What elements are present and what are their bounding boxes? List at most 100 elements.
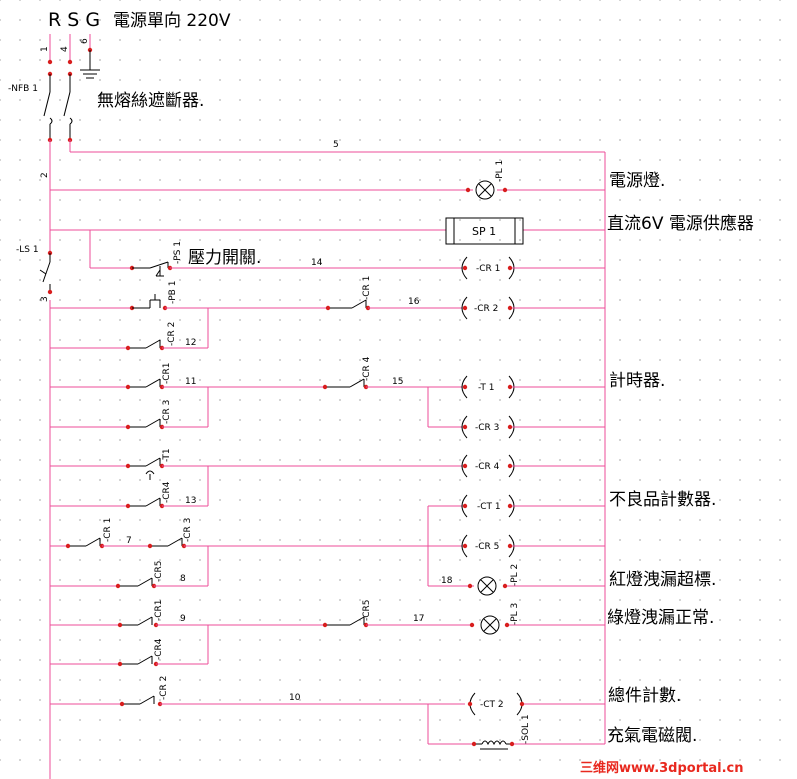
svg-text:7: 7 — [126, 536, 132, 546]
svg-text:-PL 2: -PL 2 — [510, 564, 520, 586]
svg-text:9: 9 — [180, 614, 186, 624]
svg-text:-CR4: -CR4 — [154, 638, 164, 660]
contact-cr3-7[interactable]: -CR 3 — [152, 518, 193, 547]
svg-text:-CR 1: -CR 1 — [103, 518, 113, 542]
contact-cr4-15[interactable]: -CR 4 — [327, 356, 372, 388]
svg-text:2: 2 — [40, 172, 50, 178]
supply-title: 電源單向 220V — [113, 11, 231, 31]
svg-text:不良品計數器.: 不良品計數器. — [609, 490, 716, 510]
svg-text:1: 1 — [40, 46, 50, 52]
coil-cr1[interactable]: -CR 1 — [461, 256, 515, 280]
svg-text:3: 3 — [40, 296, 50, 302]
rung-timer: -CR1 11 -CR 4 15 -T 1 計時器. — [50, 356, 665, 428]
svg-text:直流6V 電源供應器: 直流6V 電源供應器 — [607, 213, 754, 234]
svg-text:-CR1: -CR1 — [154, 599, 164, 621]
contact-cr1-9[interactable]: -CR1 — [122, 599, 164, 626]
svg-text:10: 10 — [289, 693, 301, 703]
rung-pl3: -CR1 9 -CR5 17 -PL 3 綠燈洩漏正常. — [50, 599, 714, 664]
svg-text:11: 11 — [185, 377, 196, 387]
contact-cr2-12[interactable]: -CR 2 — [130, 322, 177, 349]
rung-cr4: -T1 -CR 4 — [50, 448, 605, 506]
ls1-switch[interactable]: -LS 1 3 — [16, 245, 53, 302]
svg-text:-PB 1: -PB 1 — [168, 281, 178, 304]
svg-text:12: 12 — [185, 338, 196, 348]
rung-pb1: -PB 1 -CR 1 16 -CR 2 — [50, 276, 605, 348]
pb1-pushbutton[interactable]: -PB 1 — [132, 281, 178, 309]
svg-text:-PL 1: -PL 1 — [495, 160, 505, 182]
svg-text:16: 16 — [408, 297, 420, 307]
svg-text:-CR 2: -CR 2 — [474, 304, 498, 314]
rung-cr4-par: -CR4 — [50, 638, 208, 667]
coil-ct2[interactable]: -CT 2 — [469, 692, 523, 716]
svg-text:SP 1: SP 1 — [472, 225, 496, 238]
phase-labels: R S G — [48, 9, 100, 31]
rung-ps1: -PS 1 14 壓力開關. -CR 1 — [129, 241, 605, 280]
contact-cr4-9[interactable]: -CR4 — [122, 638, 164, 665]
svg-text:電源燈.: 電源燈. — [609, 171, 665, 191]
coil-cr5[interactable]: -CR 5 — [461, 534, 515, 558]
nfb-breaker[interactable]: -NFB 1 無熔絲遮斷器. — [8, 71, 204, 143]
svg-text:-CR 4: -CR 4 — [362, 356, 372, 381]
svg-text:-CR 3: -CR 3 — [183, 518, 193, 542]
svg-text:計時器.: 計時器. — [609, 371, 665, 391]
svg-text:-CR 3: -CR 3 — [162, 400, 172, 424]
svg-text:18: 18 — [441, 576, 453, 586]
svg-text:-T 1: -T 1 — [478, 383, 495, 393]
sp1-power-supply[interactable]: SP 1 — [445, 217, 524, 245]
lamp-pl3-icon — [480, 615, 500, 635]
coil-ct1[interactable]: -CT 1 — [461, 494, 515, 518]
svg-text:-PL 3: -PL 3 — [510, 603, 520, 625]
svg-text:15: 15 — [392, 377, 403, 387]
svg-text:-CR 4: -CR 4 — [475, 462, 500, 472]
contact-cr5-17[interactable]: -CR5 — [327, 599, 372, 626]
contact-cr3[interactable]: -CR 3 — [130, 400, 172, 428]
rung-ct1: -CR4 13 -CT 1 不良品計數器. — [50, 481, 716, 586]
contact-cr5-8[interactable]: -CR5 — [120, 560, 164, 587]
coil-cr2[interactable]: -CR 2 — [461, 296, 515, 320]
ps1-pressure-switch[interactable]: -PS 1 — [132, 241, 183, 277]
coil-cr3[interactable]: -CR 3 — [461, 415, 515, 439]
rung-ct2: -CR 2 10 -CT 2 總件計數. -SOL 1 充氣電磁閥. — [50, 676, 697, 750]
svg-text:-CR 3: -CR 3 — [475, 423, 499, 433]
svg-text:-CT 2: -CT 2 — [480, 700, 504, 710]
svg-text:-CR 5: -CR 5 — [475, 542, 499, 552]
watermark: 三维网www.3dportal.cn — [580, 760, 743, 776]
svg-text:4: 4 — [60, 46, 70, 52]
solenoid-sol1-icon[interactable] — [476, 740, 512, 750]
rung-pl1: -PL 1 電源燈. — [50, 160, 665, 200]
rung-cr5: -CR 1 7 -CR 3 -CR 5 — [50, 518, 605, 586]
svg-text:-LS 1: -LS 1 — [16, 245, 39, 255]
svg-text:總件計數.: 總件計數. — [608, 686, 681, 706]
svg-text:8: 8 — [180, 574, 186, 584]
svg-text:-CR 1: -CR 1 — [476, 264, 500, 274]
svg-text:-T1: -T1 — [162, 448, 172, 462]
svg-text:-CR 2: -CR 2 — [159, 676, 169, 700]
lamp-pl2-icon — [477, 576, 497, 596]
svg-text:6: 6 — [80, 38, 90, 44]
contact-cr1-7[interactable]: -CR 1 — [70, 518, 113, 547]
svg-text:壓力開關.: 壓力開關. — [188, 248, 261, 268]
svg-text:13: 13 — [185, 496, 196, 506]
contact-t1[interactable]: -T1 — [130, 448, 172, 480]
svg-text:-CR5: -CR5 — [154, 560, 164, 582]
contact-cr1-11[interactable]: -CR1 — [130, 362, 172, 388]
rung-cr2-hold: -CR 2 12 — [50, 322, 208, 351]
coil-cr4[interactable]: -CR 4 — [461, 454, 515, 478]
contact-cr4-13[interactable]: -CR4 — [130, 481, 172, 507]
contact-cr1-16[interactable]: -CR 1 — [330, 276, 372, 309]
ground-icon — [80, 50, 100, 79]
svg-text:無熔絲遮斷器.: 無熔絲遮斷器. — [97, 91, 204, 111]
svg-text:5: 5 — [333, 140, 339, 150]
coil-t1[interactable]: -T 1 — [461, 375, 515, 399]
svg-text:-CT 1: -CT 1 — [477, 502, 501, 512]
svg-text:-CR 2: -CR 2 — [167, 322, 177, 346]
power-rails: 5 2 — [40, 140, 606, 779]
svg-text:-SOL 1: -SOL 1 — [521, 714, 531, 744]
svg-text:-CR 1: -CR 1 — [362, 276, 372, 300]
contact-cr2-10[interactable]: -CR 2 — [124, 676, 169, 705]
svg-text:-PS 1: -PS 1 — [173, 241, 183, 264]
svg-text:17: 17 — [413, 614, 424, 624]
rung-sp1: SP 1 直流6V 電源供應器 — [50, 213, 754, 269]
lamp-pl1-icon — [475, 180, 495, 200]
